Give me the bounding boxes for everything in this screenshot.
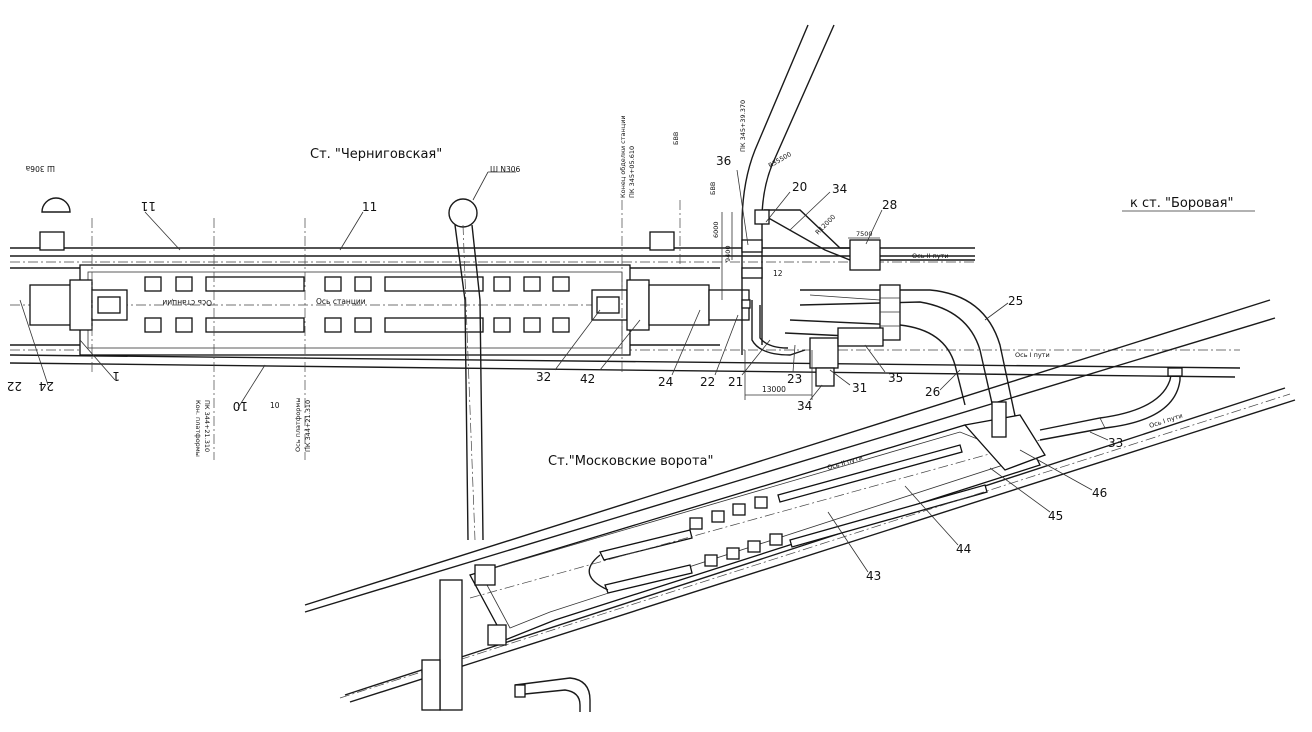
dim-12: 12 (773, 269, 783, 278)
dim-r12000: R12000 (814, 213, 837, 236)
callout-42: 42 (580, 372, 595, 386)
callout-21: 21 (728, 375, 743, 389)
callout-31: 31 (852, 381, 867, 395)
callout-43: 43 (866, 569, 881, 583)
callout-25: 25 (1008, 294, 1023, 308)
bvv-2-label: БВВ (709, 182, 717, 195)
dim-r35500: R35500 (767, 150, 793, 170)
station-axis-label: Ось станции (316, 297, 366, 306)
callout-11-left: 11 (141, 199, 156, 213)
callout-45: 45 (1048, 509, 1063, 523)
platform-end-label: Кон. платформы (194, 400, 202, 457)
dim-10: 10 (270, 401, 280, 410)
callout-11-right: 11 (362, 200, 377, 214)
callout-44: 44 (956, 542, 971, 556)
callout-34-lower: 34 (797, 399, 812, 413)
shaft-center-label: Ш N306 (490, 165, 521, 174)
callout-35: 35 (888, 371, 903, 385)
title-moskovskie-vorota: Ст."Московские ворота" (548, 454, 713, 469)
dim-9400: 9400 (724, 245, 732, 262)
callout-24-right: 24 (658, 375, 673, 389)
platform-end-pk: ПК 344+21.310 (203, 400, 211, 452)
pk-top-label: ПК 345+39.370 (739, 100, 747, 152)
title-borovaya: к ст. "Боровая" (1130, 196, 1233, 211)
callout-33: 33 (1108, 436, 1123, 450)
callout-36: 36 (716, 154, 731, 168)
callout-23: 23 (787, 372, 802, 386)
junction-area (721, 24, 1019, 431)
moskovskie-vorota-station (304, 299, 1296, 712)
title-chernigovskaya: Ст. "Черниговская" (310, 147, 442, 162)
callout-34-upper: 34 (832, 182, 847, 196)
callout-20: 20 (792, 180, 807, 194)
dim-13000: 13000 (762, 385, 786, 394)
callout-24-left: 24 (39, 379, 54, 393)
dim-7500: 7500 (856, 230, 873, 238)
callout-22-left: 22 (7, 379, 22, 393)
track-1-label: Ось I пути (1015, 351, 1050, 359)
end-station-label: Конец обделки станции (619, 115, 627, 198)
callouts: 11 11 1 24 22 10 32 42 24 22 21 23 34 31… (7, 154, 1124, 583)
station-axis-mirrored: Ось станции (162, 298, 212, 307)
callout-22-right: 22 (700, 375, 715, 389)
callout-28: 28 (882, 198, 897, 212)
callout-26: 26 (925, 385, 940, 399)
bvv-1-label: БВВ (672, 132, 680, 145)
chernigovskaya-station (9, 197, 1241, 541)
platform-axis-pk: ПК 344+21.310 (304, 400, 312, 452)
track-2-label: Ось II пути (912, 252, 949, 260)
callout-10: 10 (233, 399, 248, 413)
platform-axis-label: Ось платформы (294, 398, 302, 452)
end-station-pk: ПК 345+05.610 (628, 146, 636, 198)
callout-32: 32 (536, 370, 551, 384)
callout-1: 1 (112, 369, 120, 383)
shaft-left-label: Ш 306а (26, 164, 55, 173)
dim-6000: 6000 (712, 221, 720, 238)
callout-46: 46 (1092, 486, 1107, 500)
